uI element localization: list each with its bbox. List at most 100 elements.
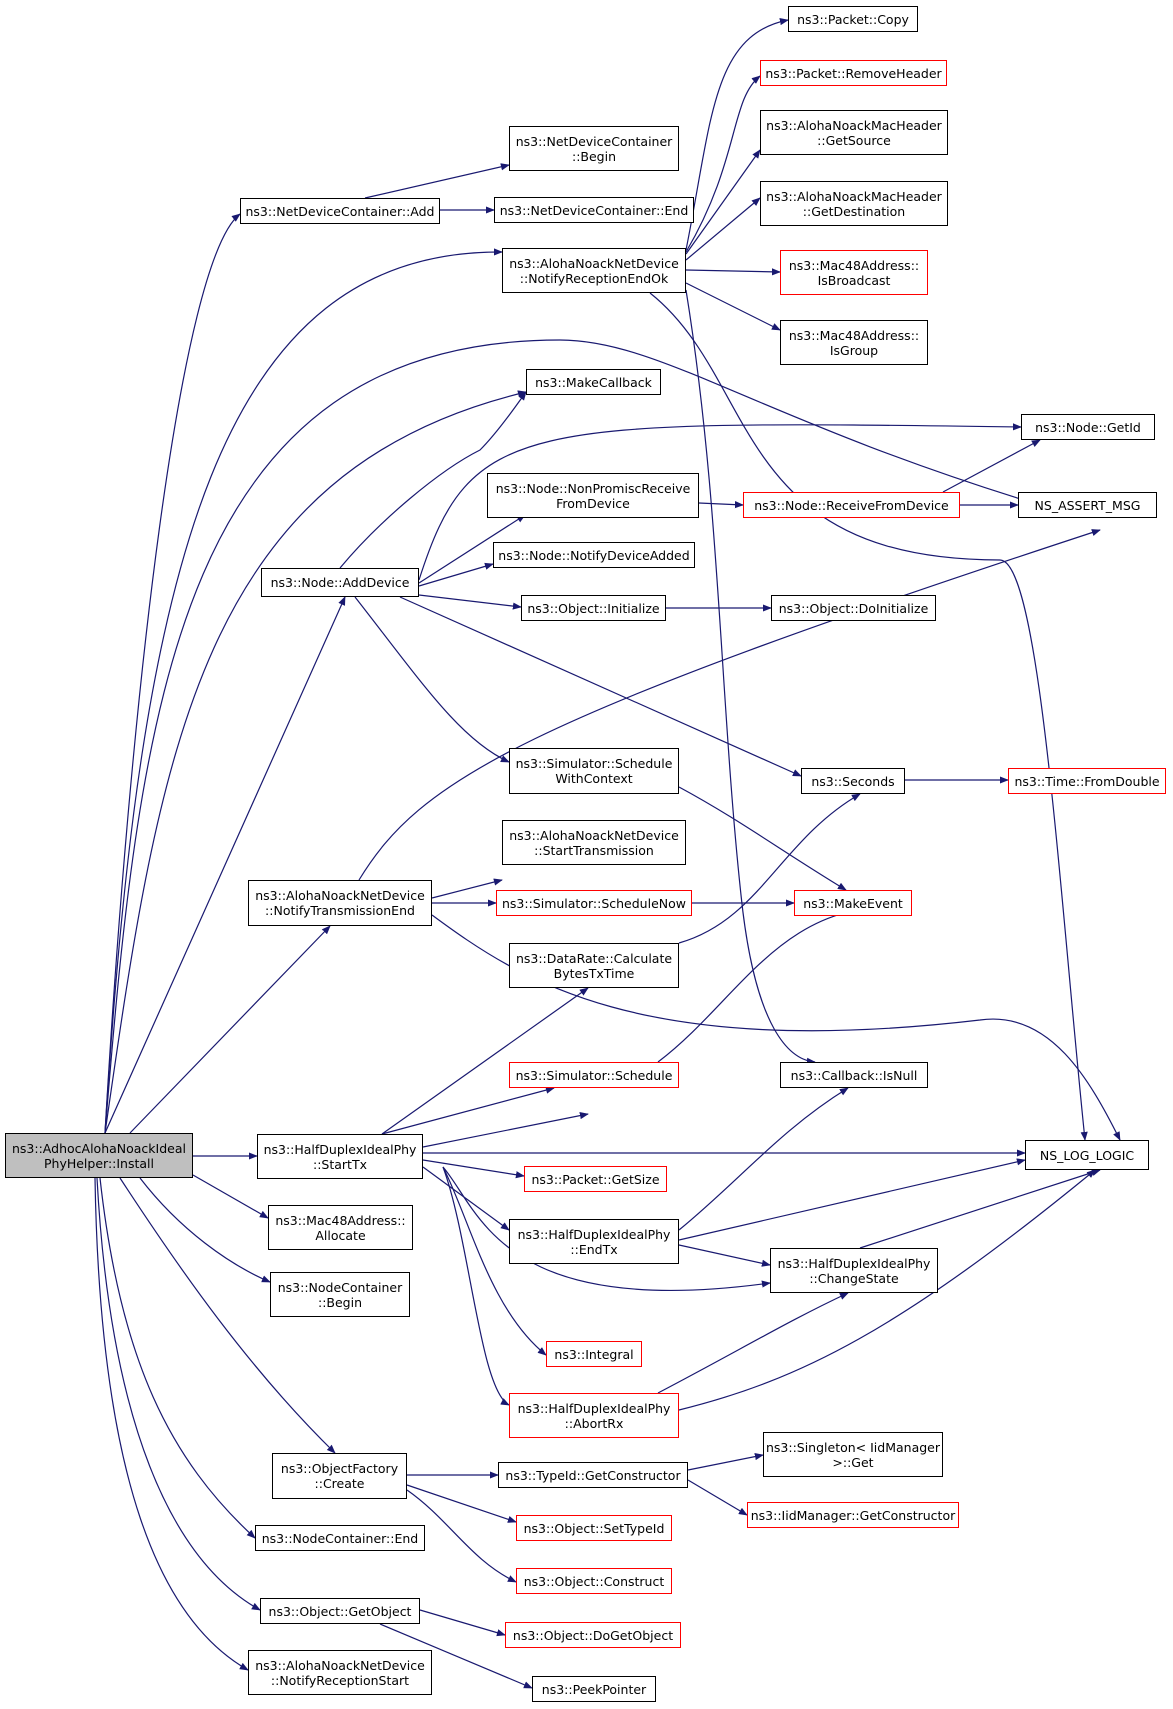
node-label: ns3::AlohaNoackMacHeader <box>766 117 942 133</box>
node-typeid-get-constructor[interactable]: ns3::TypeId::GetConstructor <box>498 1462 688 1488</box>
node-nodecontainer-begin[interactable]: ns3::NodeContainer ::Begin <box>270 1272 410 1317</box>
call-edge-60 <box>99 1177 256 1539</box>
node-object-do-initialize[interactable]: ns3::Object::DoInitialize <box>771 595 936 621</box>
node-iidmanager-get-constructor[interactable]: ns3::IidManager::GetConstructor <box>747 1502 959 1528</box>
node-receive-from-device[interactable]: ns3::Node::ReceiveFromDevice <box>743 492 960 518</box>
node-schedule-now[interactable]: ns3::Simulator::ScheduleNow <box>496 890 692 916</box>
node-label: NS_LOG_LOGIC <box>1039 1147 1135 1163</box>
node-non-promisc-receive-from-device[interactable]: ns3::Node::NonPromiscReceive FromDevice <box>487 473 699 518</box>
call-edge-51 <box>859 1169 1101 1249</box>
node-label: ::Begin <box>571 148 617 164</box>
node-label: ns3::NodeContainer::End <box>261 1530 419 1546</box>
node-label: ns3::NetDeviceContainer::End <box>499 202 689 218</box>
call-edge-41 <box>381 1086 555 1135</box>
node-mac48-is-broadcast[interactable]: ns3::Mac48Address:: IsBroadcast <box>780 250 928 295</box>
node-make-event[interactable]: ns3::MakeEvent <box>794 890 912 916</box>
node-label: ::Create <box>314 1476 365 1491</box>
node-netdevicecontainer-add[interactable]: ns3::NetDeviceContainer::Add <box>240 198 440 224</box>
node-packet-copy[interactable]: ns3::Packet::Copy <box>788 6 918 32</box>
node-object-factory-create[interactable]: ns3::ObjectFactory ::Create <box>272 1453 407 1499</box>
node-mac48-is-group[interactable]: ns3::Mac48Address:: IsGroup <box>780 320 928 365</box>
node-node-add-device[interactable]: ns3::Node::AddDevice <box>261 568 419 597</box>
node-callback-is-null[interactable]: ns3::Callback::IsNull <box>780 1062 928 1088</box>
node-label: ns3::PeekPointer <box>541 1681 647 1697</box>
node-object-set-typeid[interactable]: ns3::Object::SetTypeId <box>516 1515 672 1541</box>
call-edge-7 <box>685 197 761 261</box>
node-simulator-schedule[interactable]: ns3::Simulator::Schedule <box>509 1062 679 1088</box>
node-label: ns3::ObjectFactory <box>280 1461 399 1476</box>
node-abort-rx[interactable]: ns3::HalfDuplexIdealPhy ::AbortRx <box>509 1393 679 1438</box>
node-calculate-bytes-tx-time[interactable]: ns3::DataRate::Calculate BytesTxTime <box>509 943 679 988</box>
node-adhoc-aloha-install[interactable]: ns3::AdhocAlohaNoackIdeal PhyHelper::Ins… <box>5 1133 193 1178</box>
node-peek-pointer[interactable]: ns3::PeekPointer <box>532 1676 656 1702</box>
node-label: ns3::Node::ReceiveFromDevice <box>754 497 949 513</box>
call-edge-45 <box>678 1158 1026 1241</box>
call-edge-62 <box>419 1609 506 1637</box>
call-edge-39 <box>422 1159 525 1179</box>
node-notify-transmission-end[interactable]: ns3::AlohaNoackNetDevice ::NotifyTransmi… <box>248 880 432 926</box>
call-edge-40 <box>678 793 861 944</box>
node-nodecontainer-end[interactable]: ns3::NodeContainer::End <box>255 1525 425 1551</box>
node-packet-get-size[interactable]: ns3::Packet::GetSize <box>524 1166 667 1192</box>
node-object-get-object[interactable]: ns3::Object::GetObject <box>260 1598 420 1624</box>
node-time-from-double[interactable]: ns3::Time::FromDouble <box>1008 768 1166 794</box>
call-edge-11 <box>649 292 1088 1141</box>
node-label: ns3::HalfDuplexIdealPhy <box>517 1400 671 1416</box>
call-edge-21 <box>399 596 802 777</box>
node-change-state[interactable]: ns3::HalfDuplexIdealPhy ::ChangeState <box>770 1248 938 1293</box>
node-label: ns3::Object::Construct <box>523 1573 665 1589</box>
node-label: ::StartTx <box>313 1156 367 1172</box>
node-notify-reception-start[interactable]: ns3::AlohaNoackNetDevice ::NotifyRecepti… <box>248 1650 432 1695</box>
node-netdevicecontainer-end[interactable]: ns3::NetDeviceContainer::End <box>494 197 694 223</box>
call-edge-2 <box>364 163 510 199</box>
node-object-construct[interactable]: ns3::Object::Construct <box>516 1568 672 1594</box>
node-label: ns3::Time::FromDouble <box>1014 773 1160 789</box>
call-edge-52 <box>192 1174 269 1219</box>
node-start-tx[interactable]: ns3::HalfDuplexIdealPhy ::StartTx <box>257 1134 423 1179</box>
node-mac48-allocate[interactable]: ns3::Mac48Address:: Allocate <box>268 1205 413 1250</box>
node-label: ::NotifyReceptionStart <box>270 1672 410 1688</box>
node-object-initialize[interactable]: ns3::Object::Initialize <box>521 595 666 621</box>
call-edge-44 <box>678 1244 771 1267</box>
call-edge-17 <box>418 562 494 587</box>
node-start-transmission[interactable]: ns3::AlohaNoackNetDevice ::StartTransmis… <box>502 820 686 865</box>
node-label: ns3::Object::DoInitialize <box>778 600 929 616</box>
node-label: ns3::Object::SetTypeId <box>523 1520 665 1536</box>
node-ns-assert-msg[interactable]: NS_ASSERT_MSG <box>1018 492 1157 518</box>
node-label: ns3::DataRate::Calculate <box>515 950 673 966</box>
node-label: ::NotifyTransmissionEnd <box>265 903 415 918</box>
call-edge-59 <box>687 1479 748 1516</box>
node-label: ns3::Packet::Copy <box>797 11 909 27</box>
node-label: ns3::Mac48Address:: <box>788 327 920 343</box>
call-edge-54 <box>119 1177 336 1454</box>
node-ns-log-logic[interactable]: NS_LOG_LOGIC <box>1025 1140 1149 1170</box>
call-edge-53 <box>139 1177 271 1283</box>
node-label: ns3::NodeContainer <box>277 1279 403 1295</box>
node-label: >::Get <box>832 1454 874 1470</box>
node-mac-header-get-source[interactable]: ns3::AlohaNoackMacHeader ::GetSource <box>760 110 948 155</box>
node-label: ns3::Simulator::ScheduleNow <box>501 895 686 911</box>
node-object-do-get-object[interactable]: ns3::Object::DoGetObject <box>505 1622 681 1648</box>
node-integral[interactable]: ns3::Integral <box>546 1341 642 1367</box>
call-edge-47 <box>442 1166 510 1406</box>
node-label: ns3::Object::GetObject <box>268 1603 412 1619</box>
node-packet-remove-header[interactable]: ns3::Packet::RemoveHeader <box>760 60 947 86</box>
node-make-callback[interactable]: ns3::MakeCallback <box>526 369 661 395</box>
node-singleton-iidmanager-get[interactable]: ns3::Singleton< IidManager >::Get <box>763 1432 943 1477</box>
node-label: NS_ASSERT_MSG <box>1034 497 1141 513</box>
node-notify-reception-end-ok[interactable]: ns3::AlohaNoackNetDevice ::NotifyRecepti… <box>502 248 686 293</box>
node-seconds[interactable]: ns3::Seconds <box>801 768 905 794</box>
node-mac-header-get-destination[interactable]: ns3::AlohaNoackMacHeader ::GetDestinatio… <box>760 181 948 226</box>
node-end-tx[interactable]: ns3::HalfDuplexIdealPhy ::EndTx <box>509 1219 679 1264</box>
node-label: ns3::AlohaNoackNetDevice <box>509 827 679 843</box>
call-edge-50 <box>678 1169 1096 1411</box>
call-edge-32 <box>431 914 1121 1141</box>
call-edge-5 <box>685 75 761 253</box>
node-label: ns3::Packet::RemoveHeader <box>765 65 942 81</box>
node-netdevicecontainer-begin[interactable]: ns3::NetDeviceContainer ::Begin <box>509 126 679 171</box>
node-label: ::AbortRx <box>564 1415 624 1431</box>
node-label: ns3::HalfDuplexIdealPhy <box>517 1226 671 1242</box>
node-schedule-with-context[interactable]: ns3::Simulator::Schedule WithContext <box>509 748 679 794</box>
node-node-get-id[interactable]: ns3::Node::GetId <box>1021 414 1155 440</box>
node-notify-device-added[interactable]: ns3::Node::NotifyDeviceAdded <box>493 542 695 568</box>
